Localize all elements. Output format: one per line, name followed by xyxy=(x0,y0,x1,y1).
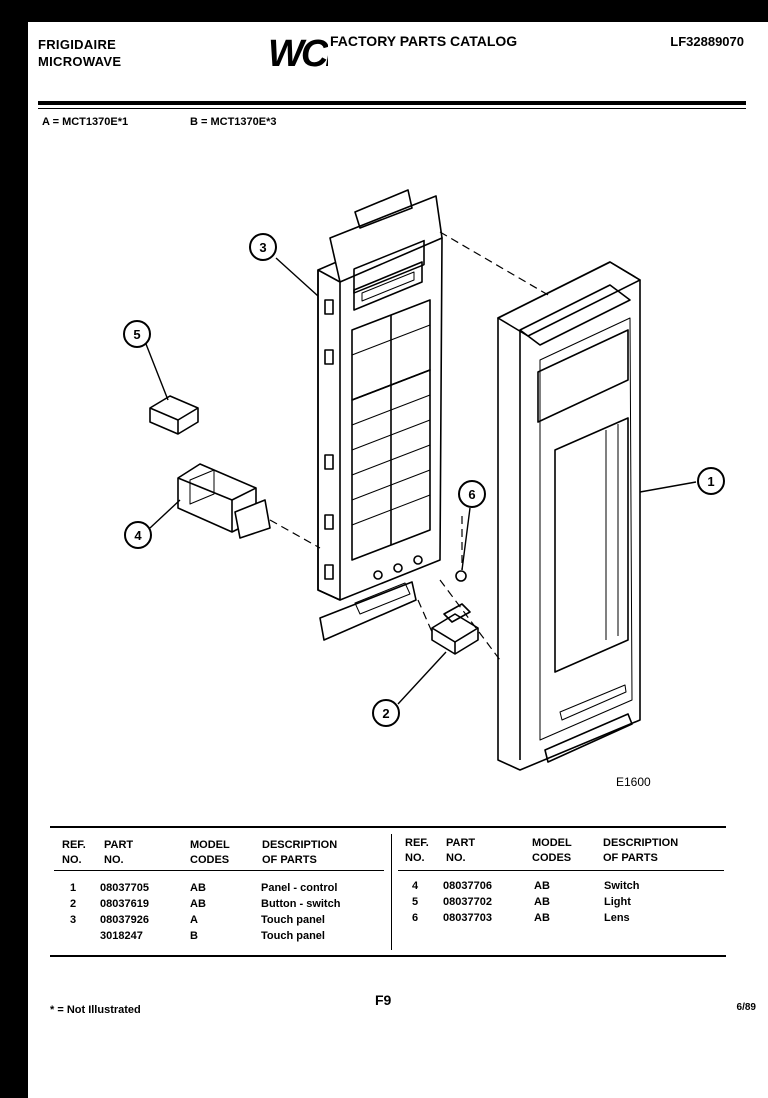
table-header-rule-left xyxy=(54,870,384,871)
row-4-desc: Touch panel xyxy=(261,930,325,942)
svg-text:4: 4 xyxy=(134,528,142,543)
row-5-part: 08037706 xyxy=(443,880,492,892)
row-6-part: 08037702 xyxy=(443,896,492,908)
svg-text:3: 3 xyxy=(259,240,266,255)
col-header-ref-right: REF.NO. xyxy=(405,837,429,864)
brand-name: FRIGIDAIRE xyxy=(38,37,117,52)
figure-code: E1600 xyxy=(616,775,651,789)
svg-text:2: 2 xyxy=(382,706,389,721)
row-5-ref: 4 xyxy=(412,880,419,892)
table-header-rule-right xyxy=(398,870,724,871)
row-3-ref: 3 xyxy=(70,914,77,926)
control-panel-frame xyxy=(497,261,641,771)
table-bottom-rule xyxy=(50,955,726,957)
col-header-ref: REF.NO. xyxy=(62,839,86,866)
callout-4: 4 xyxy=(124,521,152,549)
model-a-label: A = MCT1370E*1 xyxy=(42,116,129,128)
callout-1: 1 xyxy=(697,467,725,495)
row-2-desc: Button - switch xyxy=(261,898,341,910)
row-1-desc: Panel - control xyxy=(261,882,338,894)
row-1-part: 08037705 xyxy=(100,882,149,894)
svg-text:6: 6 xyxy=(468,487,475,502)
row-2-part: 08037619 xyxy=(100,898,149,910)
product-type: MICROWAVE xyxy=(38,54,122,69)
callout-3: 3 xyxy=(249,233,277,261)
catalog-title: FACTORY PARTS CATALOG xyxy=(330,33,518,49)
callout-5: 5 xyxy=(123,320,151,348)
page-number: F9 xyxy=(375,992,392,1008)
svg-text:5: 5 xyxy=(133,327,140,342)
header-rule-thin xyxy=(38,108,746,109)
callout-6: 6 xyxy=(458,480,486,508)
row-3-part: 08037926 xyxy=(100,914,149,926)
switch-part xyxy=(177,463,271,539)
table-top-rule xyxy=(50,826,726,828)
row-7-ref: 6 xyxy=(412,912,419,924)
row-2-ref: 2 xyxy=(70,898,77,910)
brand-block: FRIGIDAIRE MICROWAVE xyxy=(38,36,121,70)
row-5-desc: Switch xyxy=(604,880,640,892)
revision-date: 6/89 xyxy=(736,1002,756,1013)
control-panel-assembly xyxy=(317,189,443,641)
model-b-label: B = MCT1370E*3 xyxy=(190,116,277,128)
table-divider xyxy=(391,834,392,950)
catalog-number: LF32889070 xyxy=(670,34,744,49)
light-part xyxy=(149,395,199,435)
row-4-part: 3018247 xyxy=(100,930,143,942)
header-rule xyxy=(38,101,746,105)
button-switch-part xyxy=(431,603,479,655)
row-1-ref: 1 xyxy=(70,882,77,894)
row-7-codes: AB xyxy=(534,912,550,924)
callout-2: 2 xyxy=(372,699,400,727)
row-6-desc: Light xyxy=(604,896,631,908)
row-7-desc: Lens xyxy=(604,912,630,924)
row-3-codes: A xyxy=(190,914,198,926)
svg-text:1: 1 xyxy=(707,474,714,489)
row-3-desc: Touch panel xyxy=(261,914,325,926)
lens-part xyxy=(455,570,467,582)
footnote: * = Not Illustrated xyxy=(50,1004,141,1016)
row-6-codes: AB xyxy=(534,896,550,908)
row-7-part: 08037703 xyxy=(443,912,492,924)
row-4-codes: B xyxy=(190,930,198,942)
row-1-codes: AB xyxy=(190,882,206,894)
row-2-codes: AB xyxy=(190,898,206,910)
row-5-codes: AB xyxy=(534,880,550,892)
row-6-ref: 5 xyxy=(412,896,419,908)
